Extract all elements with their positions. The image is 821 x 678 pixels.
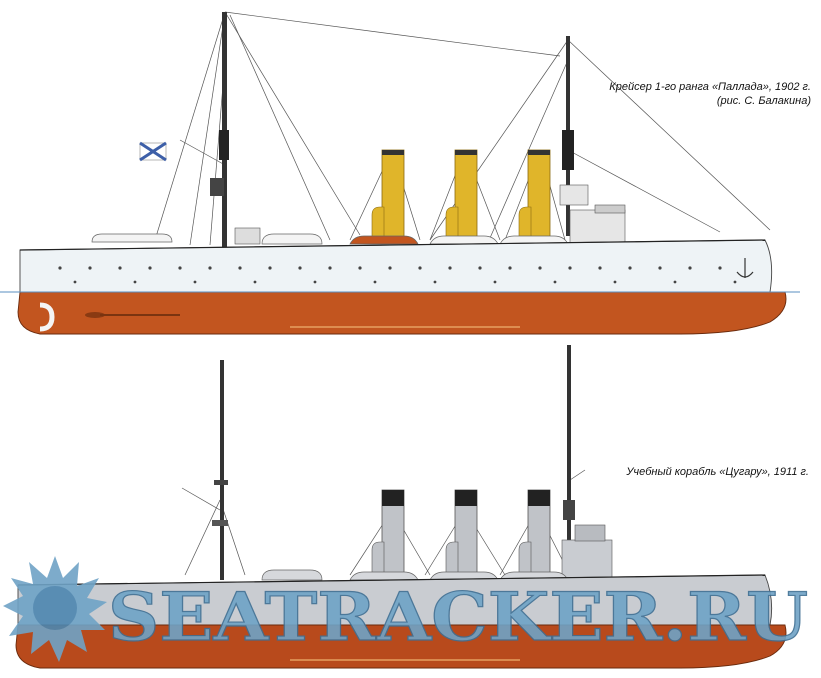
- bottom-ship-caption: Учебный корабль «Цугару», 1911 г.: [626, 466, 809, 478]
- bottom-ship: [15, 345, 787, 669]
- top-ship-title: Крейсер 1-го ранга «Паллада», 1902 г.: [609, 81, 811, 93]
- bottom-funnels: [371, 489, 551, 579]
- top-portholes: [58, 266, 737, 284]
- top-boats: [91, 233, 569, 245]
- watermark-text: SEATRACKER.RU: [108, 578, 808, 656]
- bottom-underwater-hull: [15, 624, 787, 669]
- bottom-foremast: [220, 360, 224, 580]
- top-funnels: [371, 149, 551, 243]
- top-underwater-hull: [17, 291, 787, 335]
- top-ship-caption: Крейсер 1-го ранга «Паллада», 1902 г. (р…: [609, 80, 811, 108]
- ensign-flag-icon: [139, 141, 167, 162]
- watermark: SEATRACKER.RU: [3, 556, 809, 662]
- sunburst-logo-icon: [3, 556, 107, 662]
- top-anchor-icon: [736, 258, 754, 278]
- bottom-mainmast: [567, 345, 571, 575]
- top-ship: [0, 11, 800, 335]
- top-hull: [19, 239, 773, 293]
- top-ship-credit: (рис. С. Балакина): [716, 95, 811, 107]
